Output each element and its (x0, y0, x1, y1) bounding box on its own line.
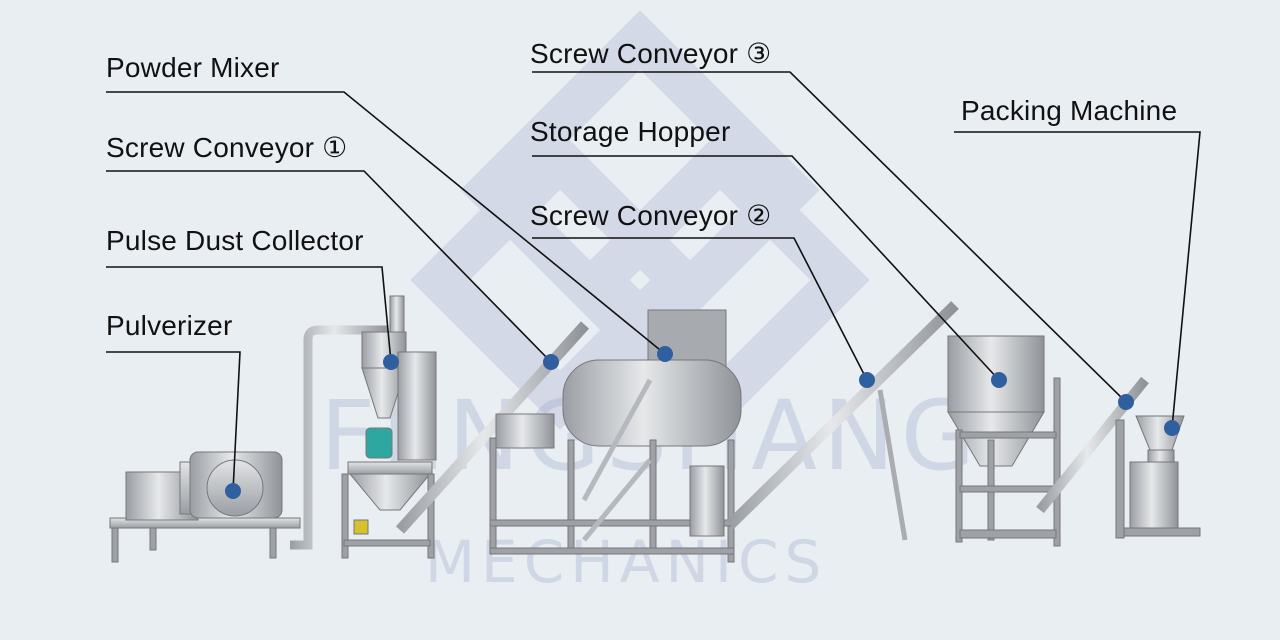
leader-screw-conveyor-2 (532, 237, 868, 381)
label-storage-hopper: Storage Hopper (530, 116, 731, 147)
label-screw-conveyor-2: Screw Conveyor ② (530, 200, 772, 231)
leader-pulse-dust-collector (106, 266, 392, 363)
label-pulverizer: Pulverizer (106, 310, 233, 341)
label-powder-mixer: Powder Mixer (106, 52, 280, 83)
marker-pulverizer (225, 483, 241, 499)
marker-screw-conveyor-2 (859, 372, 875, 388)
marker-screw-conveyor-1 (543, 354, 559, 370)
label-screw-conveyor-3: Screw Conveyor ③ (530, 38, 772, 69)
leader-packing-machine (954, 131, 1201, 429)
screw-conveyor-2 (726, 301, 959, 541)
marker-storage-hopper (991, 372, 1007, 388)
marker-powder-mixer (657, 346, 673, 362)
leader-powder-mixer (106, 91, 666, 355)
leader-storage-hopper (532, 155, 1000, 381)
marker-pulse-dust-collector (383, 354, 399, 370)
transfer-pipe (290, 325, 388, 550)
label-packing-machine: Packing Machine (961, 95, 1178, 126)
powder-mixer (489, 309, 742, 563)
leader-screw-conveyor-1 (106, 170, 552, 363)
leader-pulverizer (106, 351, 241, 492)
label-pulse-dust-collector: Pulse Dust Collector (106, 225, 364, 256)
label-screw-conveyor-1: Screw Conveyor ① (106, 132, 348, 163)
marker-screw-conveyor-3 (1118, 394, 1134, 410)
pulse-dust-collector (341, 295, 437, 559)
leader-screw-conveyor-3 (532, 71, 1127, 403)
marker-packing-machine (1164, 420, 1180, 436)
